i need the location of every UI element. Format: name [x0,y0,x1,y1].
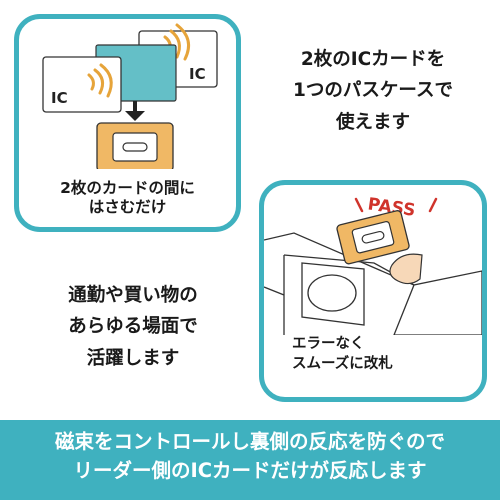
card-stack-illustration: IC IC [42,23,218,169]
headline-everyday-use: 通勤や買い物の あらゆる場面で 活躍します [26,280,240,374]
ic-label-right: IC [189,65,206,83]
headline-line: 通勤や買い物の [68,285,198,306]
banner-line: 磁束をコントロールし裏側の反応を防ぐので [54,430,445,453]
illustration-panel-cards: IC IC 2枚のカ [14,14,241,232]
ic-card-left: IC [42,56,122,113]
caption-line: スムーズに改札 [292,355,393,372]
headline-line: 2枚のICカードを [300,49,446,70]
ticket-gate-illustration: PASS [264,194,482,335]
caption-sandwich: 2枚のカードの間に はさむだけ [29,179,226,218]
arrow-down-icon [125,101,145,121]
pass-case-icon [96,122,174,169]
caption-line: はさむだけ [88,198,167,217]
headline-line: 使えます [335,111,410,133]
headline-two-cards: 2枚のICカードを 1つのパスケースで 使えます [260,44,486,138]
signal-waves-left-icon [87,63,113,98]
headline-line: あらゆる場面で [68,316,198,338]
feature-banner: 磁束をコントロールし裏側の反応を防ぐので リーダー側のICカードだけが反応します [0,420,500,500]
caption-line: エラーなく [292,336,365,352]
illustration-panel-ticket-gate: PASS エラーなく スムーズに改札 [259,180,487,402]
banner-line: リーダー側のICカードだけが反応します [73,459,427,483]
caption-line: 2枚のカードの間に [60,179,195,197]
pass-case-icon [336,210,410,265]
caption-smooth-gate: エラーなく スムーズに改札 [292,335,462,374]
hand-arm [389,253,482,335]
headline-line: 1つのパスケースで [293,80,453,102]
headline-line: 活躍します [86,347,180,369]
ic-label-left: IC [51,89,68,107]
